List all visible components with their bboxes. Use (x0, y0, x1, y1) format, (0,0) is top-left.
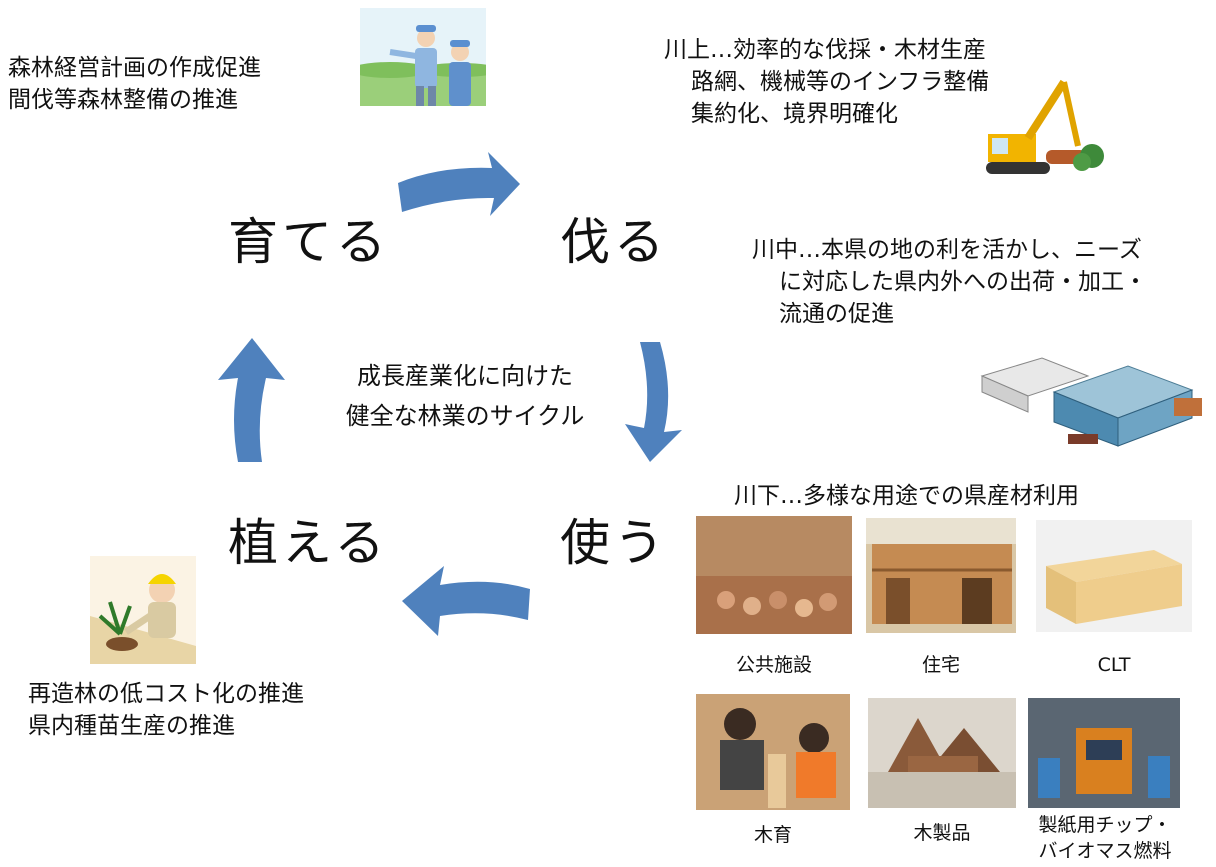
midstream-note-2: に対応した県内外への出荷・加工・ (779, 269, 1147, 295)
photo-housing (866, 518, 1016, 633)
grow-note-1: 森林経営計画の作成促進 (8, 55, 261, 81)
plant-notes: 再造林の低コスト化の推進 県内種苗生産の推進 (28, 678, 304, 742)
use-label-wood-products: 木製品 (913, 822, 971, 844)
excavator-illustration (978, 70, 1108, 182)
stage-grow: 育てる (228, 213, 390, 271)
plant-note-1: 再造林の低コスト化の推進 (28, 681, 304, 707)
use-label-clt: CLT (1097, 654, 1131, 676)
arrow-right (625, 342, 682, 462)
grow-note-2: 間伐等森林整備の推進 (8, 87, 238, 113)
arrow-left (218, 338, 285, 462)
arrow-bottom (402, 566, 530, 636)
photo-wood-education (696, 694, 850, 810)
foresters-illustration (360, 8, 486, 106)
downstream-note: 川下…多様な用途での県産材利用 (734, 483, 1079, 509)
photo-clt (1036, 520, 1192, 632)
photo-wood-products (868, 698, 1016, 808)
stage-use: 使う (560, 514, 668, 572)
upstream-notes: 川上…効率的な伐採・木材生産 路網、機械等のインフラ整備 集約化、境界明確化 (664, 34, 989, 130)
sawmill-illustration (978, 352, 1212, 452)
use-label-paper-chip-line-2: バイオマス燃料 (1038, 840, 1172, 862)
plant-note-2: 県内種苗生産の推進 (28, 713, 235, 739)
photo-paper-chip (1028, 698, 1180, 808)
photo-public-facility (696, 516, 852, 634)
use-label-housing: 住宅 (921, 654, 960, 676)
upstream-note-2: 路網、機械等のインフラ整備 (691, 69, 990, 95)
center-line-1: 成長産業化に向けた (357, 362, 573, 390)
use-label-public-facility: 公共施設 (735, 654, 812, 676)
midstream-note-1: 川中…本県の地の利を活かし、ニーズ (752, 237, 1142, 263)
center-caption: 成長産業化に向けた 健全な林業のサイクル (300, 356, 630, 436)
stage-cut: 伐る (560, 213, 668, 271)
use-label-paper-chip: 製紙用チップ・ バイオマス燃料 (1020, 812, 1190, 864)
use-label-paper-chip-line-1: 製紙用チップ・ (1038, 814, 1172, 836)
arrow-top (398, 152, 520, 216)
midstream-notes: 川中…本県の地の利を活かし、ニーズ に対応した県内外への出荷・加工・ 流通の促進 (752, 234, 1147, 330)
grow-notes: 森林経営計画の作成促進 間伐等森林整備の推進 (8, 52, 261, 116)
stage-plant: 植える (228, 514, 389, 572)
center-line-2: 健全な林業のサイクル (345, 402, 585, 430)
upstream-note-1: 川上…効率的な伐採・木材生産 (664, 37, 986, 63)
planting-illustration (90, 556, 196, 664)
use-label-wood-education: 木育 (753, 824, 792, 846)
midstream-note-3: 流通の促進 (779, 301, 894, 327)
upstream-note-3: 集約化、境界明確化 (691, 101, 898, 127)
